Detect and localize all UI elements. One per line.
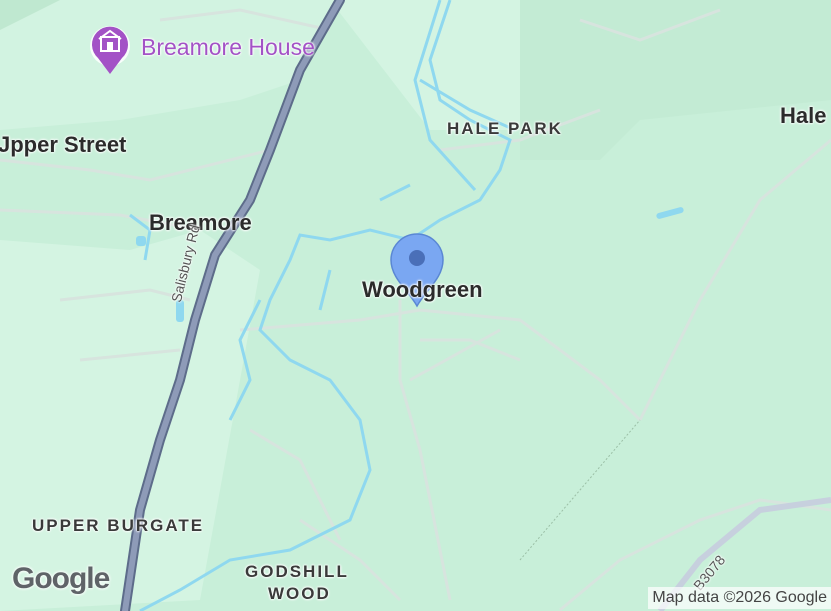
- place-label-hale: Hale: [780, 103, 827, 128]
- area-label-godshill: GODSHILL: [245, 562, 349, 581]
- place-label-upper-street: Jpper Street: [0, 132, 127, 157]
- river-avon: [129, 0, 516, 611]
- place-label-woodgreen: Woodgreen: [362, 277, 483, 302]
- google-logo-text: Google: [12, 562, 110, 595]
- map-attribution[interactable]: Map data ©2026 Google: [648, 587, 831, 609]
- ponds: [136, 207, 684, 322]
- map-pin-icon[interactable]: [390, 233, 444, 308]
- google-logo[interactable]: Google: [12, 562, 110, 596]
- museum-icon[interactable]: [90, 26, 130, 74]
- area-label-hale-park: HALE PARK: [447, 119, 563, 138]
- area-label-upper-burgate: UPPER BURGATE: [32, 516, 205, 535]
- poi-label-breamore-house[interactable]: Breamore House: [141, 34, 315, 60]
- minor-roads: [0, 8, 831, 611]
- place-label-breamore: Breamore: [149, 210, 252, 235]
- salisbury-road: [122, 0, 343, 611]
- b3078-road: [657, 497, 831, 611]
- area-label-wood: WOOD: [268, 584, 331, 603]
